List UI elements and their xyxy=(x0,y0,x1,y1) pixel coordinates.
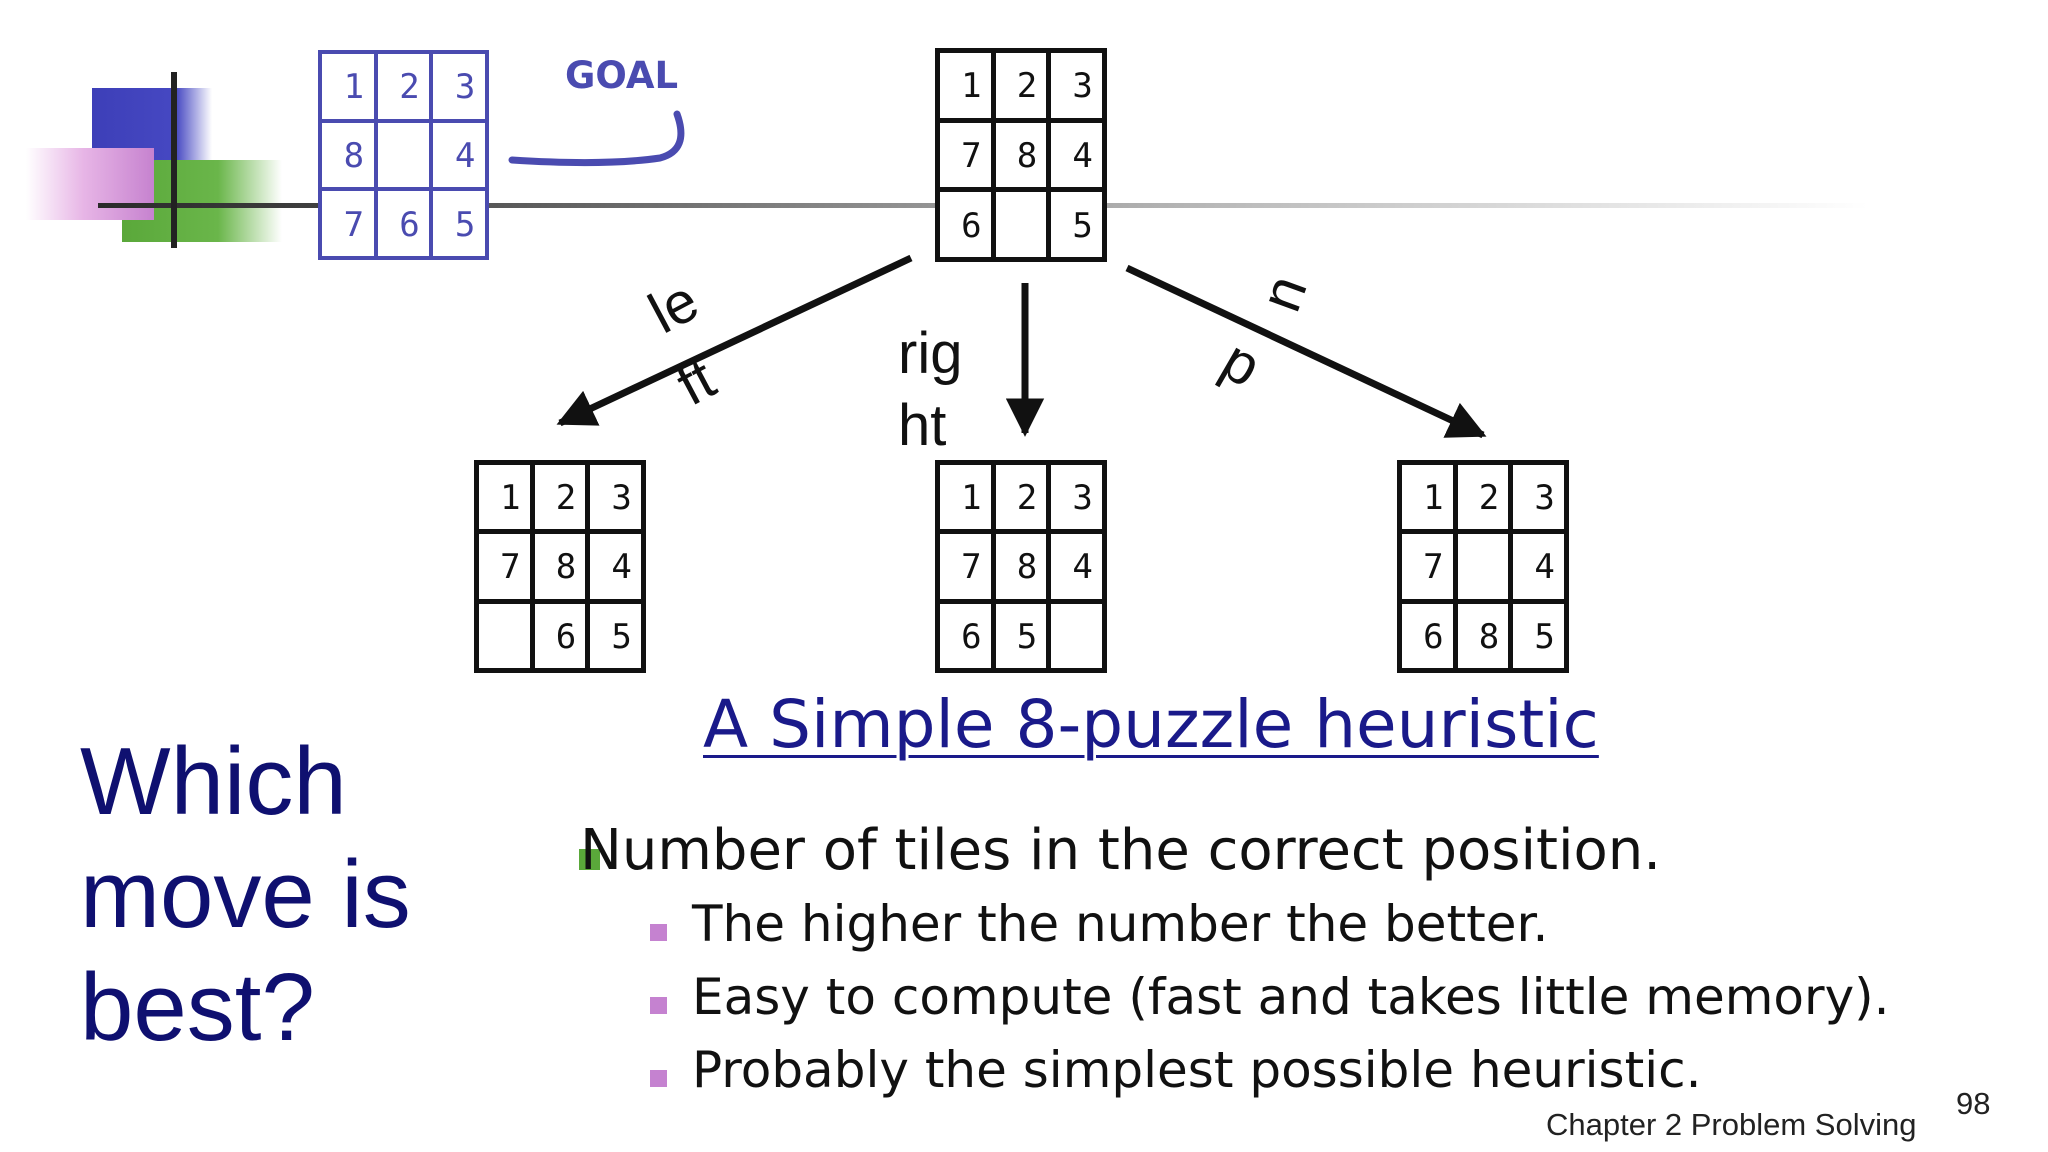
puzzle-cell: 7 xyxy=(940,534,991,599)
puzzle-cell: 3 xyxy=(1051,465,1102,530)
slide-title: A Simple 8-puzzle heuristic xyxy=(703,686,1599,763)
puzzle-cell: 1 xyxy=(479,465,530,530)
move-label-right-line2: ht xyxy=(898,393,947,458)
puzzle-cell: 5 xyxy=(590,603,641,668)
puzzle-cell: 1 xyxy=(940,465,991,530)
puzzle-cell: 4 xyxy=(1051,534,1102,599)
puzzle-cell: 5 xyxy=(433,191,485,256)
puzzle-cell: 1 xyxy=(1402,465,1453,530)
left-result-puzzle-grid: 1 2 3 7 8 4 6 5 xyxy=(474,460,646,673)
puzzle-cell: 3 xyxy=(1513,465,1564,530)
puzzle-cell: 4 xyxy=(1513,534,1564,599)
puzzle-cell: 4 xyxy=(433,122,485,188)
right-result-puzzle-grid: 1 2 3 7 8 4 6 5 xyxy=(935,460,1107,673)
puzzle-cell: 6 xyxy=(377,191,430,256)
bullet-sub-2: Easy to compute (fast and takes little m… xyxy=(692,968,1890,1026)
puzzle-cell: 1 xyxy=(940,53,991,118)
up-result-puzzle-grid: 1 2 3 7 4 6 8 5 xyxy=(1397,460,1569,673)
puzzle-cell xyxy=(1051,603,1102,668)
puzzle-cell xyxy=(479,603,530,668)
puzzle-cell: 7 xyxy=(322,191,374,256)
bullet-square-pink xyxy=(650,997,667,1014)
puzzle-cell xyxy=(1457,534,1509,599)
puzzle-cell: 8 xyxy=(995,122,1047,188)
puzzle-cell: 4 xyxy=(590,534,641,599)
puzzle-cell: 2 xyxy=(377,54,430,119)
puzzle-cell: 2 xyxy=(534,465,586,530)
bullet-square-pink xyxy=(650,1070,667,1087)
puzzle-cell: 8 xyxy=(1457,603,1509,668)
puzzle-cell: 6 xyxy=(1402,603,1453,668)
decorative-pink-square xyxy=(26,148,154,220)
bullet-square-pink xyxy=(650,924,667,941)
puzzle-cell: 8 xyxy=(322,122,374,188)
puzzle-cell xyxy=(995,192,1047,257)
left-arrow xyxy=(556,254,913,427)
puzzle-cell: 5 xyxy=(995,603,1047,668)
puzzle-cell: 8 xyxy=(995,534,1047,599)
goal-puzzle-grid: 1 2 3 8 4 7 6 5 xyxy=(318,50,489,260)
move-label-right-line1: rig xyxy=(898,321,963,386)
puzzle-cell: 7 xyxy=(1402,534,1453,599)
puzzle-cell: 2 xyxy=(995,53,1047,118)
puzzle-cell: 6 xyxy=(940,603,991,668)
decorative-vertical-line xyxy=(171,72,177,248)
question-text: Which move is best? xyxy=(80,728,411,1061)
page-number: 98 xyxy=(1956,1086,1991,1121)
puzzle-cell: 6 xyxy=(534,603,586,668)
puzzle-cell: 3 xyxy=(433,54,485,119)
puzzle-cell: 1 xyxy=(322,54,374,119)
bullet-main: Number of tiles in the correct position. xyxy=(580,818,1662,883)
puzzle-cell: 5 xyxy=(1051,192,1102,257)
goal-connector-curve xyxy=(508,110,685,167)
puzzle-cell: 4 xyxy=(1051,122,1102,188)
bullet-sub-3: Probably the simplest possible heuristic… xyxy=(692,1041,1702,1099)
bullet-square-green xyxy=(579,849,600,870)
footer-chapter: Chapter 2 Problem Solving xyxy=(1546,1107,1917,1142)
puzzle-cell: 8 xyxy=(534,534,586,599)
puzzle-cell: 3 xyxy=(1051,53,1102,118)
goal-label: GOAL xyxy=(565,54,679,97)
up-arrow xyxy=(1125,264,1487,439)
puzzle-cell: 2 xyxy=(1457,465,1509,530)
puzzle-cell: 2 xyxy=(995,465,1047,530)
puzzle-cell: 6 xyxy=(940,192,991,257)
bullet-sub-1: The higher the number the better. xyxy=(692,895,1549,953)
puzzle-cell xyxy=(377,122,430,188)
puzzle-cell: 5 xyxy=(1513,603,1564,668)
puzzle-cell: 7 xyxy=(479,534,530,599)
puzzle-cell: 7 xyxy=(940,122,991,188)
start-puzzle-grid: 1 2 3 7 8 4 6 5 xyxy=(935,48,1107,262)
puzzle-cell: 3 xyxy=(590,465,641,530)
